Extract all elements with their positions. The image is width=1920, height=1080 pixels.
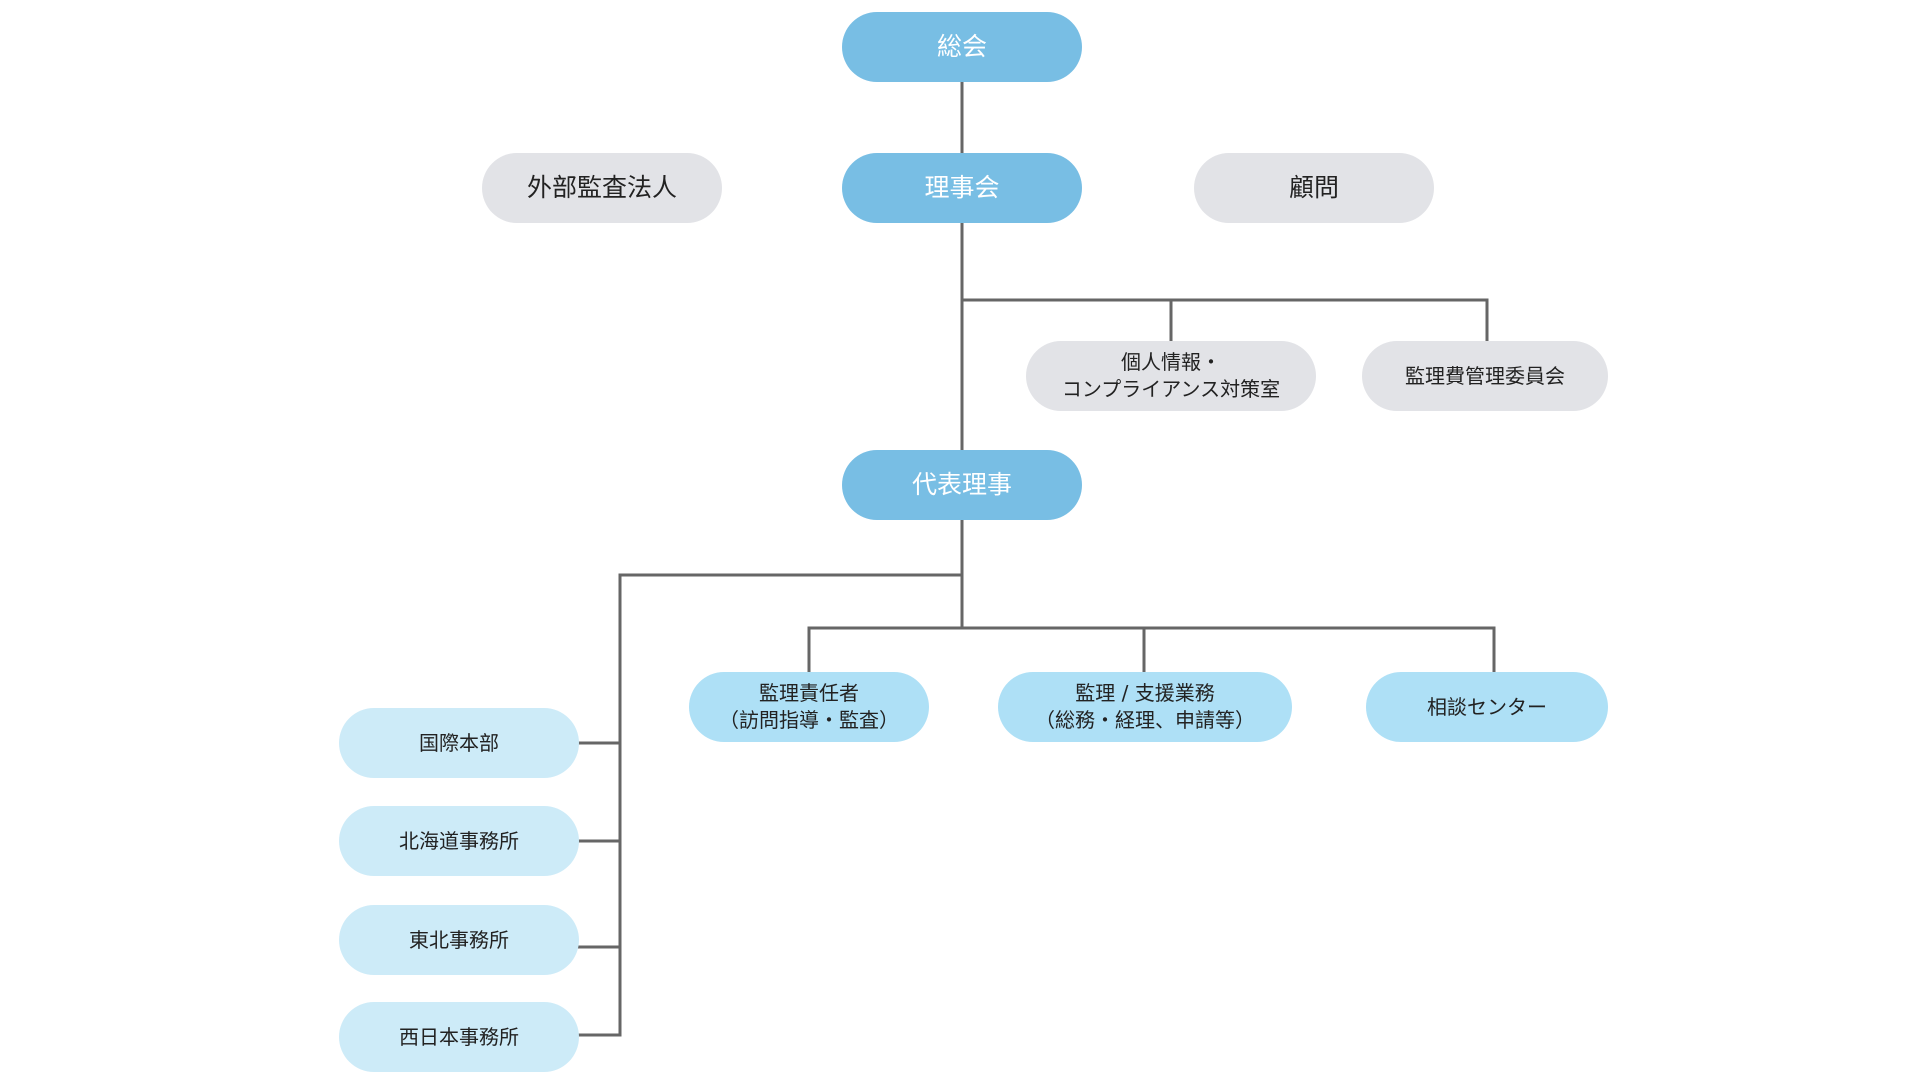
node-label-line: 総会 (936, 32, 987, 62)
node-label-line: 監理 / 支援業務 (1075, 681, 1215, 705)
node-label-line: 相談センター (1427, 694, 1547, 719)
node-label-line: コンプライアンス対策室 (1061, 377, 1281, 401)
node-label-line: 代表理事 (911, 470, 1012, 500)
node-advisor[interactable]: 顧問 (1194, 153, 1434, 223)
node-label-line: （総務・経理、申請等） (1035, 708, 1255, 732)
node-label-line: 監理費管理委員会 (1405, 363, 1565, 388)
node-international-hq[interactable]: 国際本部 (339, 708, 579, 778)
node-representative-director[interactable]: 代表理事 (842, 450, 1082, 520)
node-label-line: 北海道事務所 (399, 828, 519, 853)
node-hokkaido-office[interactable]: 北海道事務所 (339, 806, 579, 876)
node-tohoku-office[interactable]: 東北事務所 (339, 905, 579, 975)
node-fee-committee[interactable]: 監理費管理委員会 (1362, 341, 1608, 411)
node-board[interactable]: 理事会 (842, 153, 1082, 223)
node-label-line: （訪問指導・監査） (719, 708, 899, 732)
node-label-line: 西日本事務所 (399, 1024, 519, 1049)
node-nishinihon-office[interactable]: 西日本事務所 (339, 1002, 579, 1072)
node-label-line: 監理責任者 (759, 681, 859, 705)
node-consultation-center[interactable]: 相談センター (1366, 672, 1608, 742)
node-label-line: 外部監査法人 (526, 173, 677, 203)
node-privacy-compliance[interactable]: 個人情報・コンプライアンス対策室 (1026, 341, 1316, 411)
node-label-line: 国際本部 (419, 730, 499, 755)
node-general-assembly[interactable]: 総会 (842, 12, 1082, 82)
node-label-line: 個人情報・ (1121, 350, 1221, 374)
node-label-line: 顧問 (1288, 173, 1339, 203)
node-label-line: 理事会 (924, 173, 1000, 203)
node-supervision-support[interactable]: 監理 / 支援業務 （総務・経理、申請等） (998, 672, 1292, 742)
node-label-line: 東北事務所 (409, 927, 509, 952)
node-external-auditor[interactable]: 外部監査法人 (482, 153, 722, 223)
node-supervision-manager[interactable]: 監理責任者 （訪問指導・監査） (689, 672, 929, 742)
